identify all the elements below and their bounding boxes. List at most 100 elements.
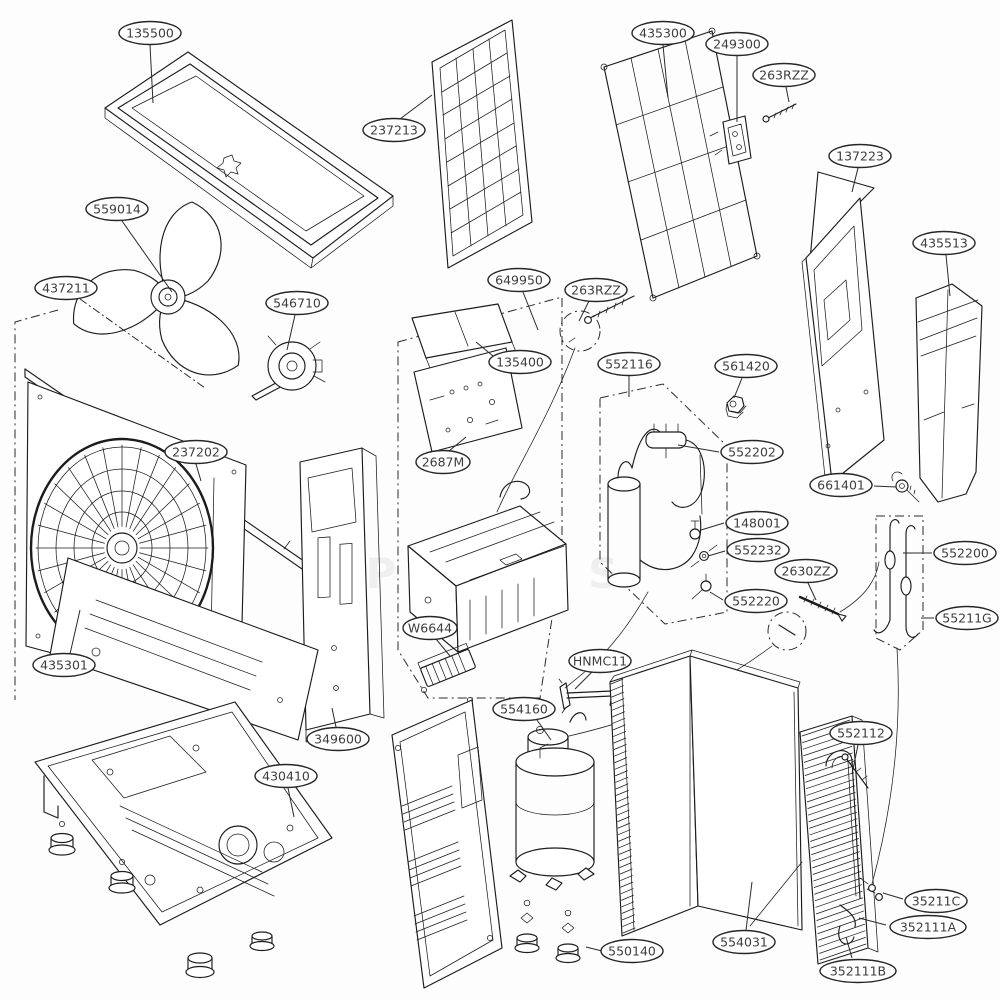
wire-guard-drawing — [600, 27, 761, 302]
service-valve-assembly-drawing — [873, 515, 924, 651]
part-number: 550140 — [608, 944, 656, 959]
part-number: 661401 — [817, 478, 865, 493]
part-number: 430410 — [262, 769, 310, 784]
part-callouts: 135500237213559014437211546710649950263R… — [32, 20, 999, 984]
part-number: 561420 — [722, 359, 770, 374]
part-number: 2687M — [422, 455, 465, 470]
leader-line-552220 — [709, 591, 724, 601]
condenser-leader-line — [749, 861, 803, 927]
condenser-coil-drawing — [609, 649, 803, 937]
four-way-valve-drawing — [645, 423, 687, 459]
part-callout-135500 — [118, 20, 182, 46]
fan-motor-drawing — [251, 335, 326, 401]
part-number: 554160 — [500, 702, 548, 717]
part-number: 559014 — [93, 202, 141, 217]
leader-line-435300 — [662, 44, 669, 99]
part-number: 237213 — [370, 123, 418, 138]
part-number: 552200 — [941, 546, 989, 561]
leader-line-135400 — [475, 341, 494, 357]
part-callout-546710 — [265, 290, 329, 316]
leader-line-554160 — [536, 719, 552, 741]
part-number: 352111A — [900, 920, 957, 935]
part-number: HNMC11 — [573, 654, 627, 669]
leader-line-35211C — [882, 892, 904, 900]
part-callout-263RZZ — [752, 62, 816, 88]
leader-line-649950 — [522, 291, 539, 331]
leader-line-263RZZ — [785, 86, 790, 103]
part-callout-661401 — [809, 472, 873, 498]
part-callout-550140 — [600, 938, 664, 964]
part-number: 435513 — [920, 236, 968, 251]
pcb-assembly-drawing — [413, 347, 523, 453]
nut-drawing — [725, 395, 747, 419]
part-callout-649950 — [487, 267, 551, 293]
part-callout-552220 — [724, 588, 788, 614]
part-callout-137223 — [828, 143, 892, 169]
louvered-panel-drawing — [391, 699, 503, 989]
part-number: 55211G — [942, 611, 991, 626]
part-number: 349600 — [314, 732, 362, 747]
part-callout-435513 — [912, 230, 976, 256]
screw-top-drawing — [762, 103, 797, 123]
front-grille-panel-drawing — [431, 19, 533, 269]
compressor-drawing — [509, 712, 595, 891]
part-callout-237213 — [362, 117, 426, 143]
leader-line-349600 — [331, 707, 337, 728]
service-panel-drawing — [49, 557, 319, 741]
corner-panel-drawing — [915, 283, 983, 503]
pipe-fitting-b-drawing — [838, 925, 855, 945]
part-callout-435300 — [631, 20, 695, 46]
part-number: 649950 — [495, 273, 543, 288]
part-callout-552116 — [597, 351, 661, 377]
coil-pipe-drawing — [841, 753, 869, 789]
coil-right-drawing — [749, 715, 883, 965]
leader-line-435513 — [945, 254, 951, 297]
leader-line-554031 — [745, 881, 753, 931]
part-number: 135500 — [126, 26, 174, 41]
pipe-assembly-group-drawing — [564, 383, 728, 689]
valve-small-drawing — [689, 520, 701, 540]
part-callout-552232 — [726, 537, 790, 563]
part-number: 35211C — [912, 894, 961, 909]
screw-mid-drawing — [559, 295, 635, 352]
leader-line-2687M — [448, 436, 467, 452]
leader-line-237213 — [399, 94, 433, 120]
terminal-block-drawing — [417, 643, 476, 687]
part-callout-552202 — [720, 439, 784, 465]
part-number: 435301 — [40, 658, 88, 673]
leader-line-546710 — [286, 314, 296, 351]
leader-line-W6644 — [435, 638, 451, 657]
part-callout-554160 — [492, 696, 556, 722]
part-number: 552232 — [734, 543, 782, 558]
leader-line-135500 — [149, 44, 154, 104]
part-number: 552220 — [732, 594, 780, 609]
leader-line-661401 — [873, 485, 897, 488]
leader-line-352111B — [845, 936, 853, 959]
part-callout-237202 — [164, 439, 228, 465]
part-callout-W6644 — [402, 615, 458, 641]
pipe-route-a — [839, 561, 880, 613]
leader-line-263RZZ — [578, 300, 590, 322]
part-callout-435301 — [32, 652, 96, 678]
leader-line-137223 — [851, 167, 859, 193]
part-number: 352111B — [830, 964, 886, 979]
screw-long-drawing — [767, 595, 847, 651]
part-number: 552116 — [605, 357, 653, 372]
part-number: W6644 — [408, 621, 452, 636]
compressor-grommets — [514, 899, 581, 964]
part-callout-349600 — [306, 726, 370, 752]
pipe-fitting-c-drawing — [859, 877, 883, 901]
wire-handle-drawing — [499, 480, 531, 500]
part-number: 552202 — [728, 445, 776, 460]
part-callout-430410 — [254, 763, 318, 789]
rubber-feet-drawing — [48, 821, 581, 979]
part-callout-55211G — [935, 605, 999, 631]
leader-line-550140 — [585, 946, 603, 952]
part-number: 148001 — [733, 516, 781, 531]
top-cover-drawing — [104, 51, 394, 269]
screw-clamp-drawing — [891, 471, 920, 503]
part-number: 135400 — [496, 355, 544, 370]
part-callout-2687M — [415, 449, 471, 475]
leader-line-561420 — [733, 377, 743, 399]
